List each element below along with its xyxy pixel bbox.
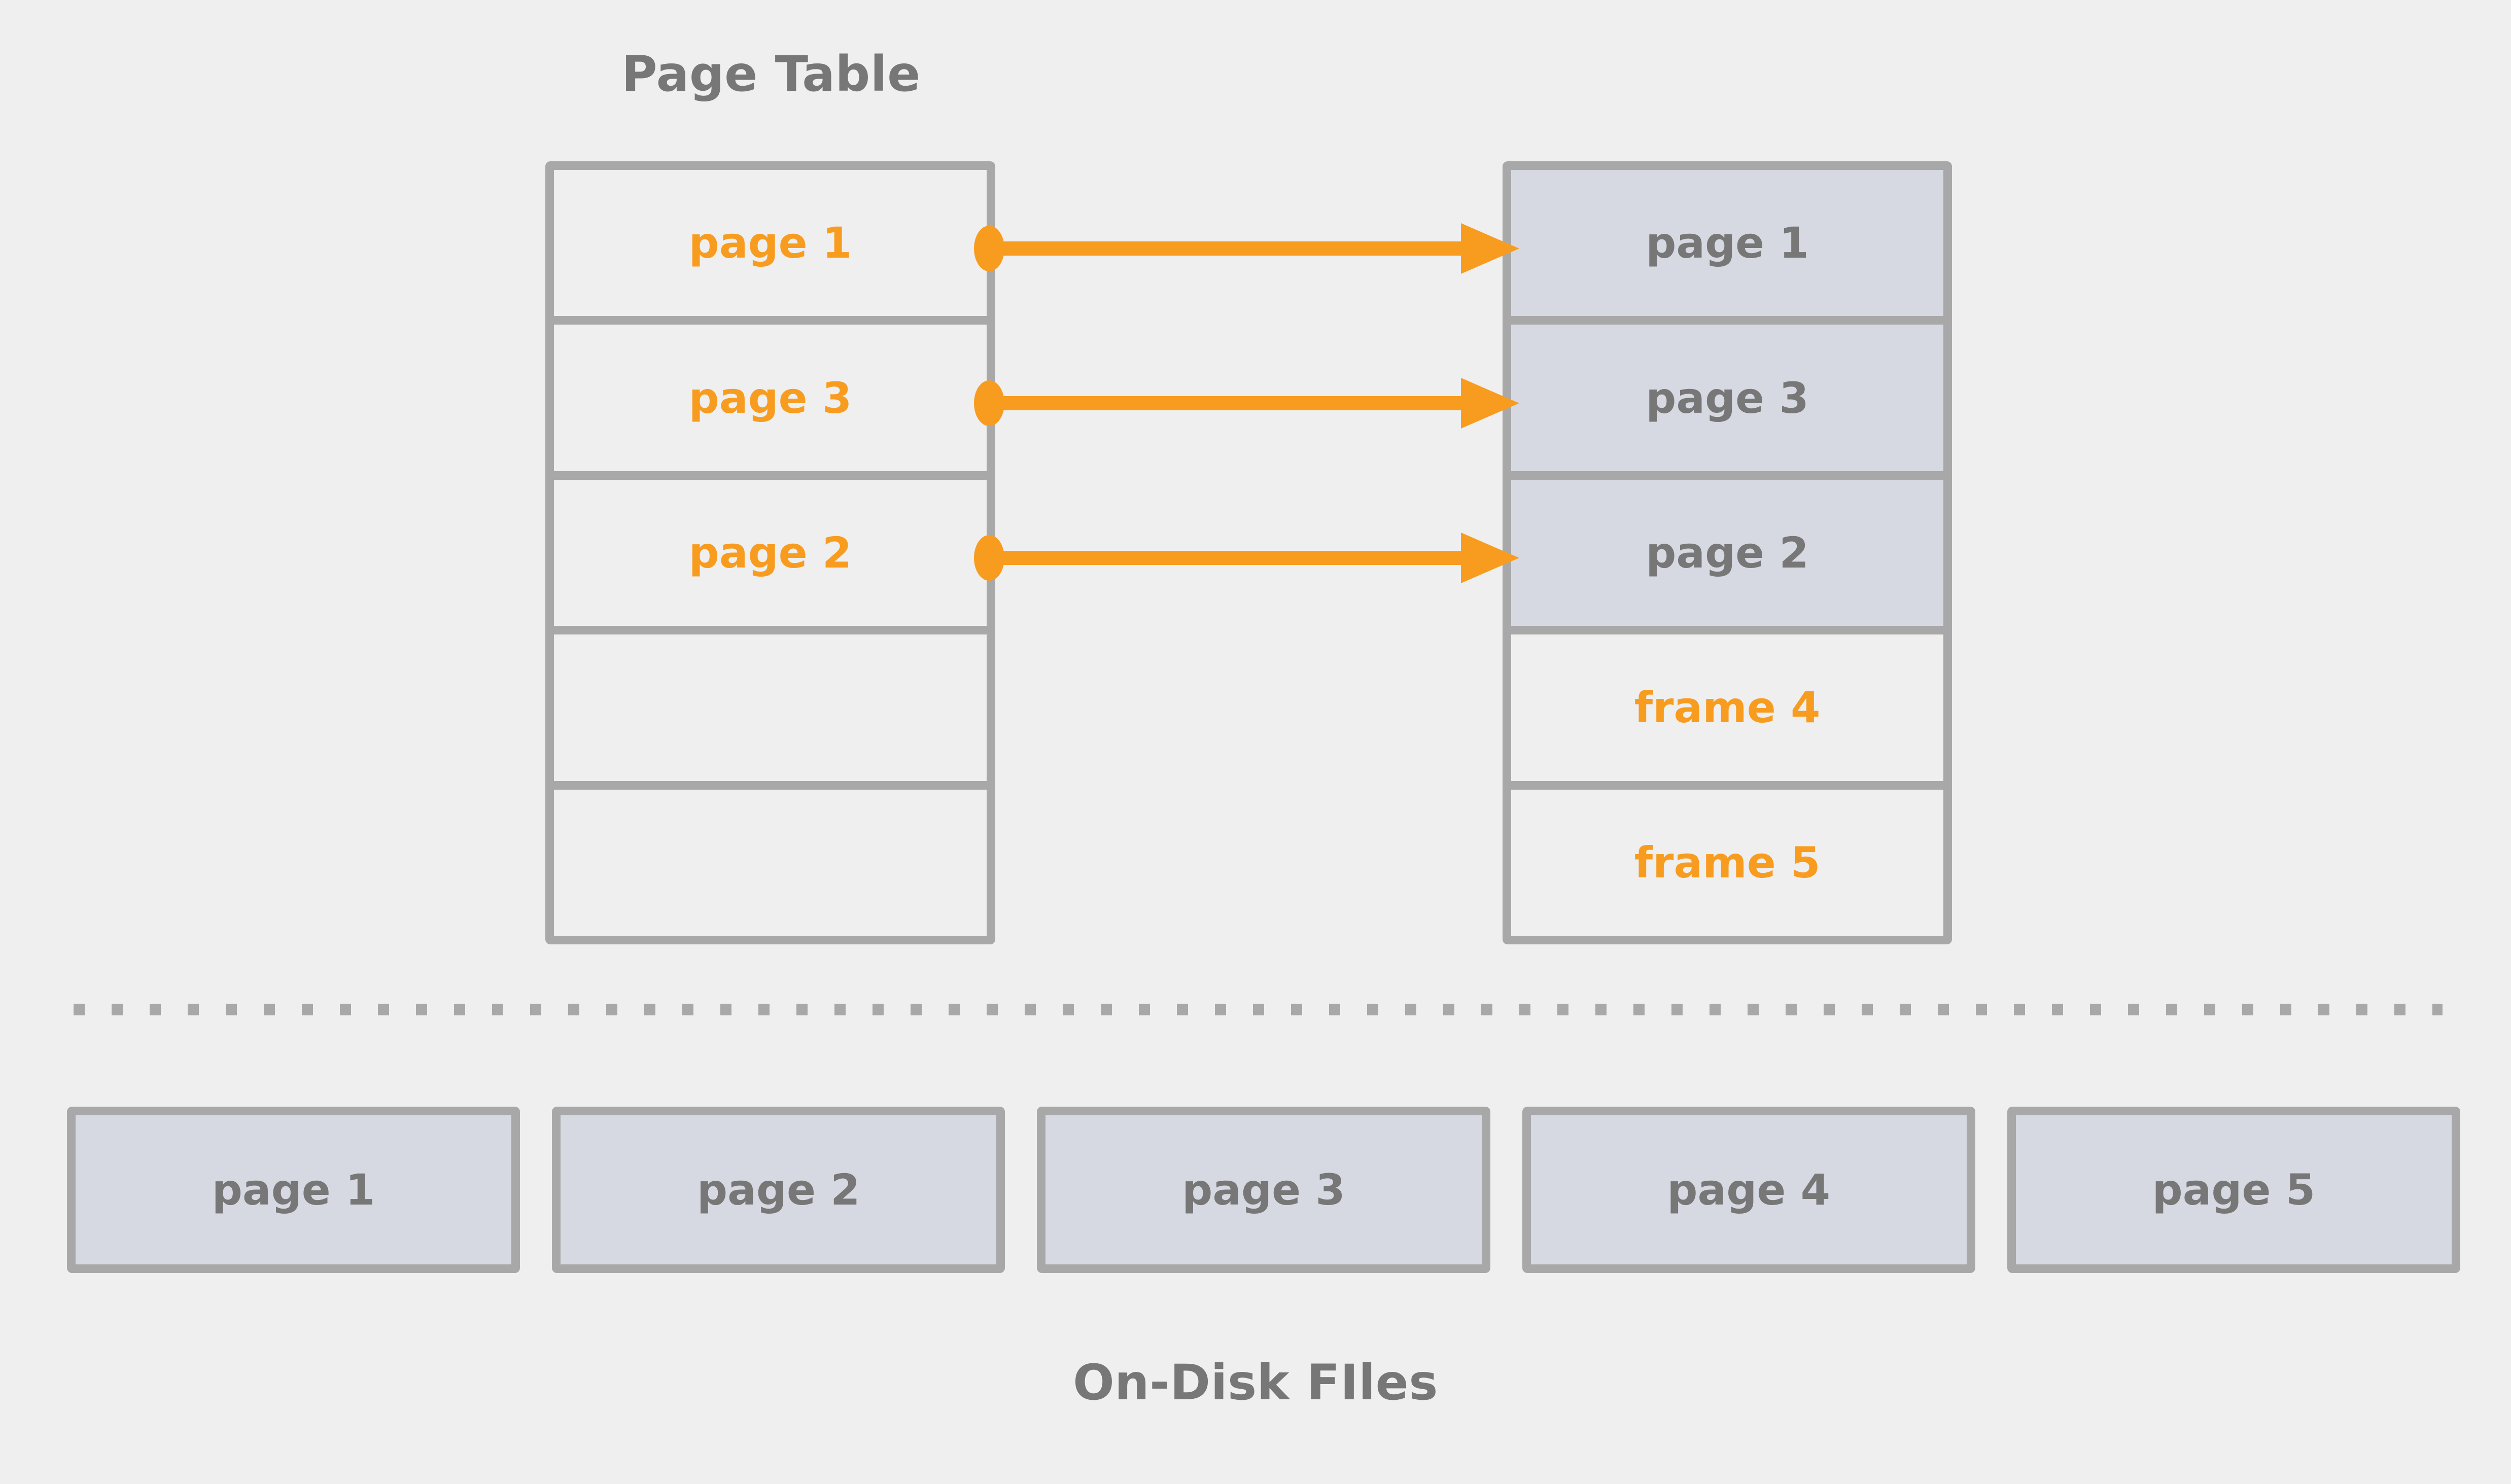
page-table-row-1-label: page 3 — [688, 373, 852, 423]
mapping-arrow-0 — [974, 223, 1519, 274]
memory-frame-1-label: page 3 — [1646, 373, 1809, 423]
disk-page-box-1[interactable]: page 2 — [552, 1107, 1005, 1273]
memory-frames-column: page 1 page 3 page 2 frame 4 frame 5 — [1503, 161, 1952, 944]
disk-page-box-2-label: page 3 — [1182, 1165, 1345, 1215]
memory-frame-2[interactable]: page 2 — [1511, 479, 1943, 635]
disk-page-box-0[interactable]: page 1 — [67, 1107, 520, 1273]
memory-frame-4-label: frame 5 — [1634, 837, 1821, 888]
page-table-row-4[interactable] — [554, 790, 987, 936]
memory-frame-2-label: page 2 — [1646, 528, 1809, 578]
disk-page-box-4[interactable]: page 5 — [2007, 1107, 2461, 1273]
page-table-row-0-label: page 1 — [688, 218, 852, 268]
memory-frame-1[interactable]: page 3 — [1511, 325, 1943, 480]
disk-page-box-0-label: page 1 — [212, 1165, 375, 1215]
memory-frame-3-label: frame 4 — [1634, 683, 1821, 733]
page-table-row-3[interactable] — [554, 634, 987, 790]
memory-frame-0-label: page 1 — [1646, 218, 1809, 268]
disk-page-box-4-label: page 5 — [2152, 1165, 2316, 1215]
page-table-row-2-label: page 2 — [688, 528, 852, 578]
page-table: page 1 page 3 page 2 — [545, 161, 995, 944]
mapping-arrow-2 — [974, 533, 1519, 583]
page-table-title: Page Table — [621, 46, 921, 102]
memory-frame-3[interactable]: frame 4 — [1511, 634, 1943, 790]
on-disk-files-title: On-Disk FIles — [1073, 1354, 1438, 1411]
disk-page-box-1-label: page 2 — [697, 1165, 860, 1215]
memory-frame-4[interactable]: frame 5 — [1511, 790, 1943, 936]
memory-frame-0[interactable]: page 1 — [1511, 170, 1943, 325]
disk-page-box-3-label: page 4 — [1667, 1165, 1831, 1215]
on-disk-files-row: page 1 page 2 page 3 page 4 page 5 — [67, 1107, 2461, 1273]
page-table-row-2[interactable]: page 2 — [554, 480, 987, 635]
memory-disk-divider — [74, 1004, 2443, 1015]
mapping-arrow-1 — [974, 378, 1519, 429]
page-table-row-1[interactable]: page 3 — [554, 325, 987, 480]
disk-page-box-2[interactable]: page 3 — [1037, 1107, 1490, 1273]
disk-page-box-3[interactable]: page 4 — [1522, 1107, 1975, 1273]
page-table-row-0[interactable]: page 1 — [554, 170, 987, 325]
